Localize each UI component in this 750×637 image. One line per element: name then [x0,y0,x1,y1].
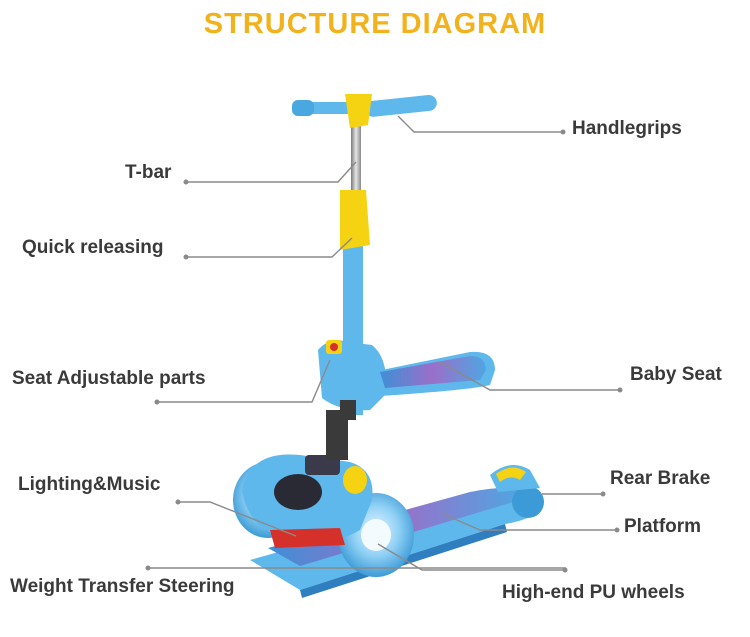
label-seat-adjustable: Seat Adjustable parts [12,368,206,389]
label-weight-transfer: Weight Transfer Steering [10,576,235,597]
label-rear-brake: Rear Brake [610,468,711,489]
label-platform: Platform [624,516,702,537]
label-t-bar: T-bar [125,162,172,183]
handlebar [292,94,437,128]
label-quick-releasing: Quick releasing [22,237,164,258]
t-bar-pole [351,120,361,200]
label-handlegrips: Handlegrips [572,118,682,139]
label-pu-wheels: High-end PU wheels [502,582,685,603]
quick-release-clamp [340,190,370,250]
lighting-music-box [274,474,322,510]
steering-stem [326,410,348,460]
label-baby-seat: Baby Seat [630,364,722,385]
diagram-title: STRUCTURE DIAGRAM [203,8,547,40]
seat-assembly [318,340,495,420]
label-lighting-music: Lighting&Music [18,474,161,495]
leader-lines [148,115,620,571]
front-body [242,454,373,548]
rear-wheel [512,486,544,518]
leader-dots [145,129,623,573]
